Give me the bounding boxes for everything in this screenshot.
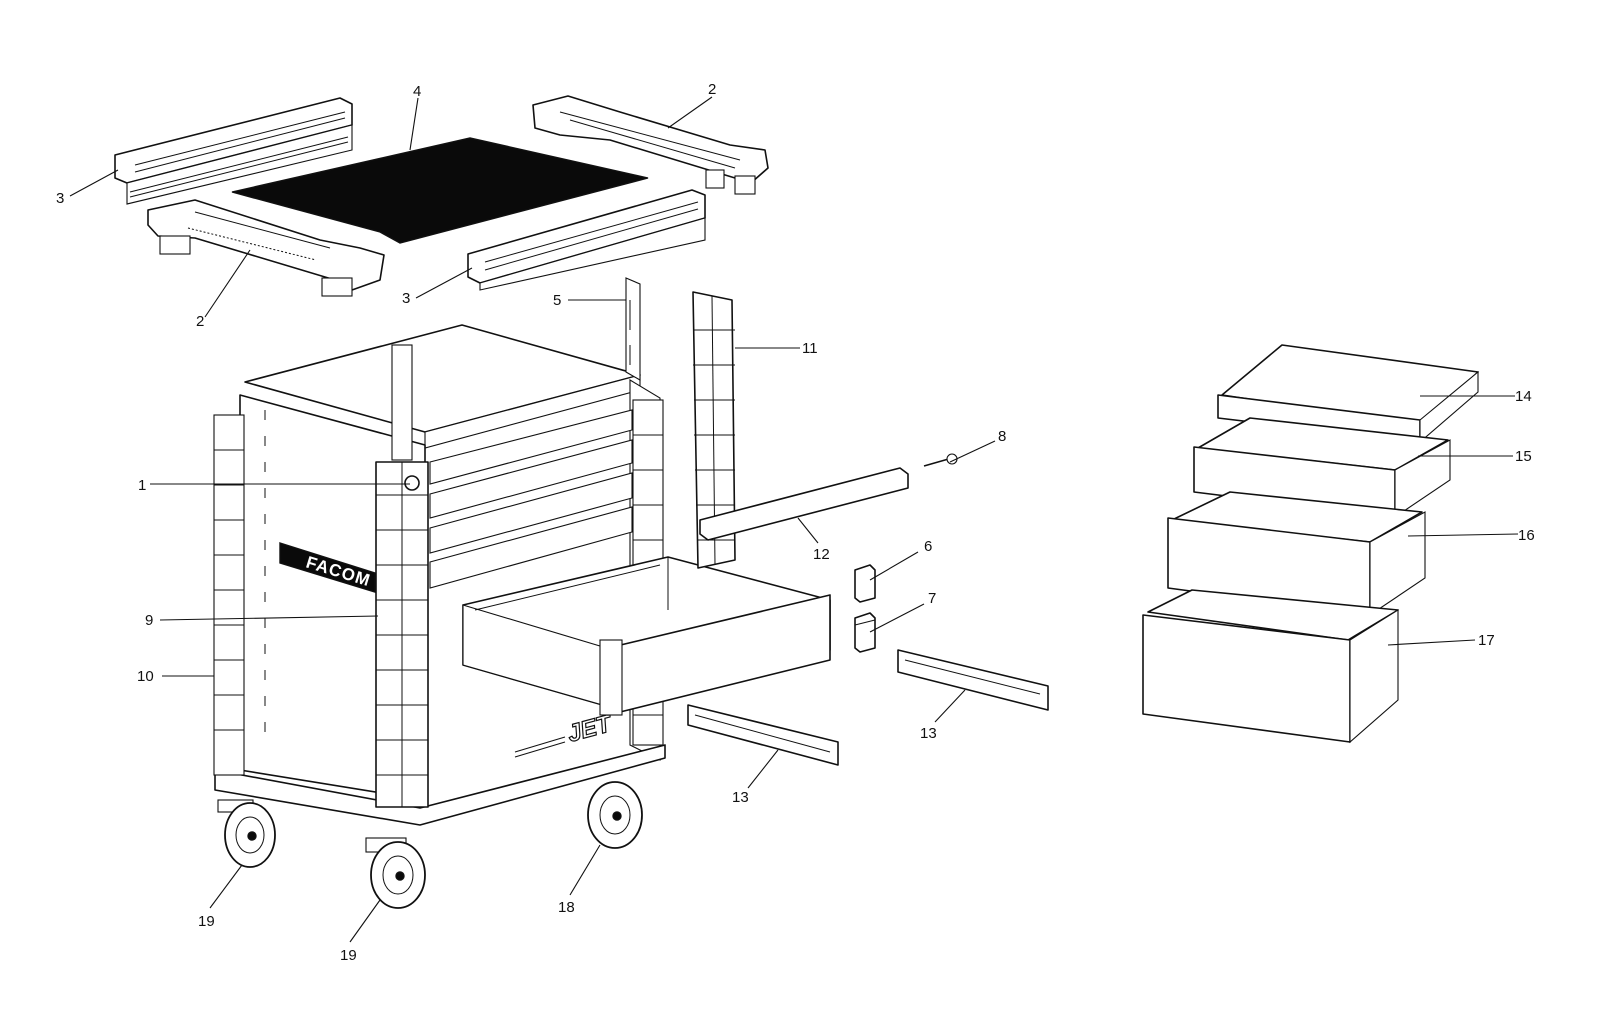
open-drawer	[462, 556, 831, 716]
leader-lines	[69, 96, 1519, 943]
callout-6: 6	[924, 538, 932, 555]
end-cap-right	[532, 95, 769, 195]
end-cap-left	[147, 199, 385, 297]
side-rail-right	[467, 189, 706, 291]
callout-19-b: 19	[340, 947, 357, 964]
drawer-slide-a	[897, 649, 1049, 711]
drawer-14	[1217, 344, 1479, 444]
caster-18	[587, 781, 643, 849]
corner-segments-left	[214, 449, 244, 731]
drawer-15	[1193, 417, 1451, 519]
callout-7: 7	[928, 590, 936, 607]
caster-19-left	[217, 799, 276, 868]
corner-segments-front	[376, 462, 428, 807]
callout-1: 1	[138, 477, 146, 494]
side-rail-left	[114, 97, 353, 205]
callout-4: 4	[413, 83, 421, 100]
caster-19-front	[365, 837, 426, 909]
callout-10: 10	[137, 668, 154, 685]
callout-13-a: 13	[920, 725, 937, 742]
drawer-slide-b	[687, 704, 839, 766]
callout-19-a: 19	[198, 913, 215, 930]
callout-9: 9	[145, 612, 153, 629]
drawer-stop-6	[854, 564, 876, 603]
vertical-bracket	[625, 277, 641, 381]
side-channel	[692, 291, 736, 569]
callout-3-left: 3	[56, 190, 64, 207]
callout-18: 18	[558, 899, 575, 916]
callout-13-b: 13	[732, 789, 749, 806]
callout-2-top: 2	[708, 81, 716, 98]
lock-icon	[404, 475, 420, 491]
key	[923, 453, 958, 467]
model-badge: JET	[514, 709, 617, 758]
drawer-mat	[231, 137, 649, 244]
callout-labels: 1 2 2 3 3 4 5 6 7 8 9 10 11 12 13 13 14 …	[56, 81, 1535, 964]
callout-11: 11	[802, 340, 818, 357]
callout-17: 17	[1478, 632, 1495, 649]
callout-5: 5	[553, 292, 561, 309]
callout-8: 8	[998, 428, 1006, 445]
callout-16: 16	[1518, 527, 1535, 544]
callout-3-right: 3	[402, 290, 410, 307]
drawer-16	[1167, 491, 1426, 617]
callout-14: 14	[1515, 388, 1532, 405]
cross-bar	[699, 467, 909, 541]
drawer-stop-7	[854, 612, 876, 653]
callout-15: 15	[1515, 448, 1532, 465]
caster-wheels	[217, 781, 643, 909]
drawer-17	[1142, 589, 1399, 744]
callout-2-bottom: 2	[196, 313, 204, 330]
callout-12: 12	[813, 546, 830, 563]
